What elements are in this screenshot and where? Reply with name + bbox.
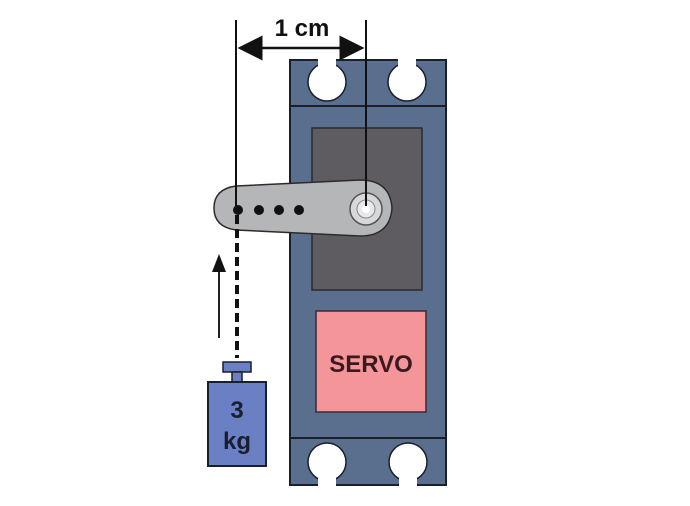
mounting-hole-bottom-right — [388, 442, 428, 486]
horn-hole — [233, 205, 243, 215]
servo-label: SERVO — [329, 351, 413, 378]
up-arrow-icon — [212, 254, 226, 338]
weight-body — [207, 381, 267, 467]
mounting-hole-bottom-left — [307, 442, 347, 486]
horn-hole — [274, 205, 284, 215]
mounting-hole-top-left — [307, 59, 347, 102]
mounting-hole-top-right — [387, 59, 427, 102]
servo-horn — [213, 179, 393, 237]
servo-body — [289, 59, 447, 486]
weight-value: 3 — [230, 397, 243, 424]
dimension-label: 1 cm — [275, 15, 330, 42]
servo-label-box — [315, 310, 427, 413]
weight-unit: kg — [223, 428, 251, 455]
horn-hole — [254, 205, 264, 215]
weight — [207, 361, 267, 467]
horn-hole — [294, 205, 304, 215]
weight-handle — [222, 361, 252, 373]
